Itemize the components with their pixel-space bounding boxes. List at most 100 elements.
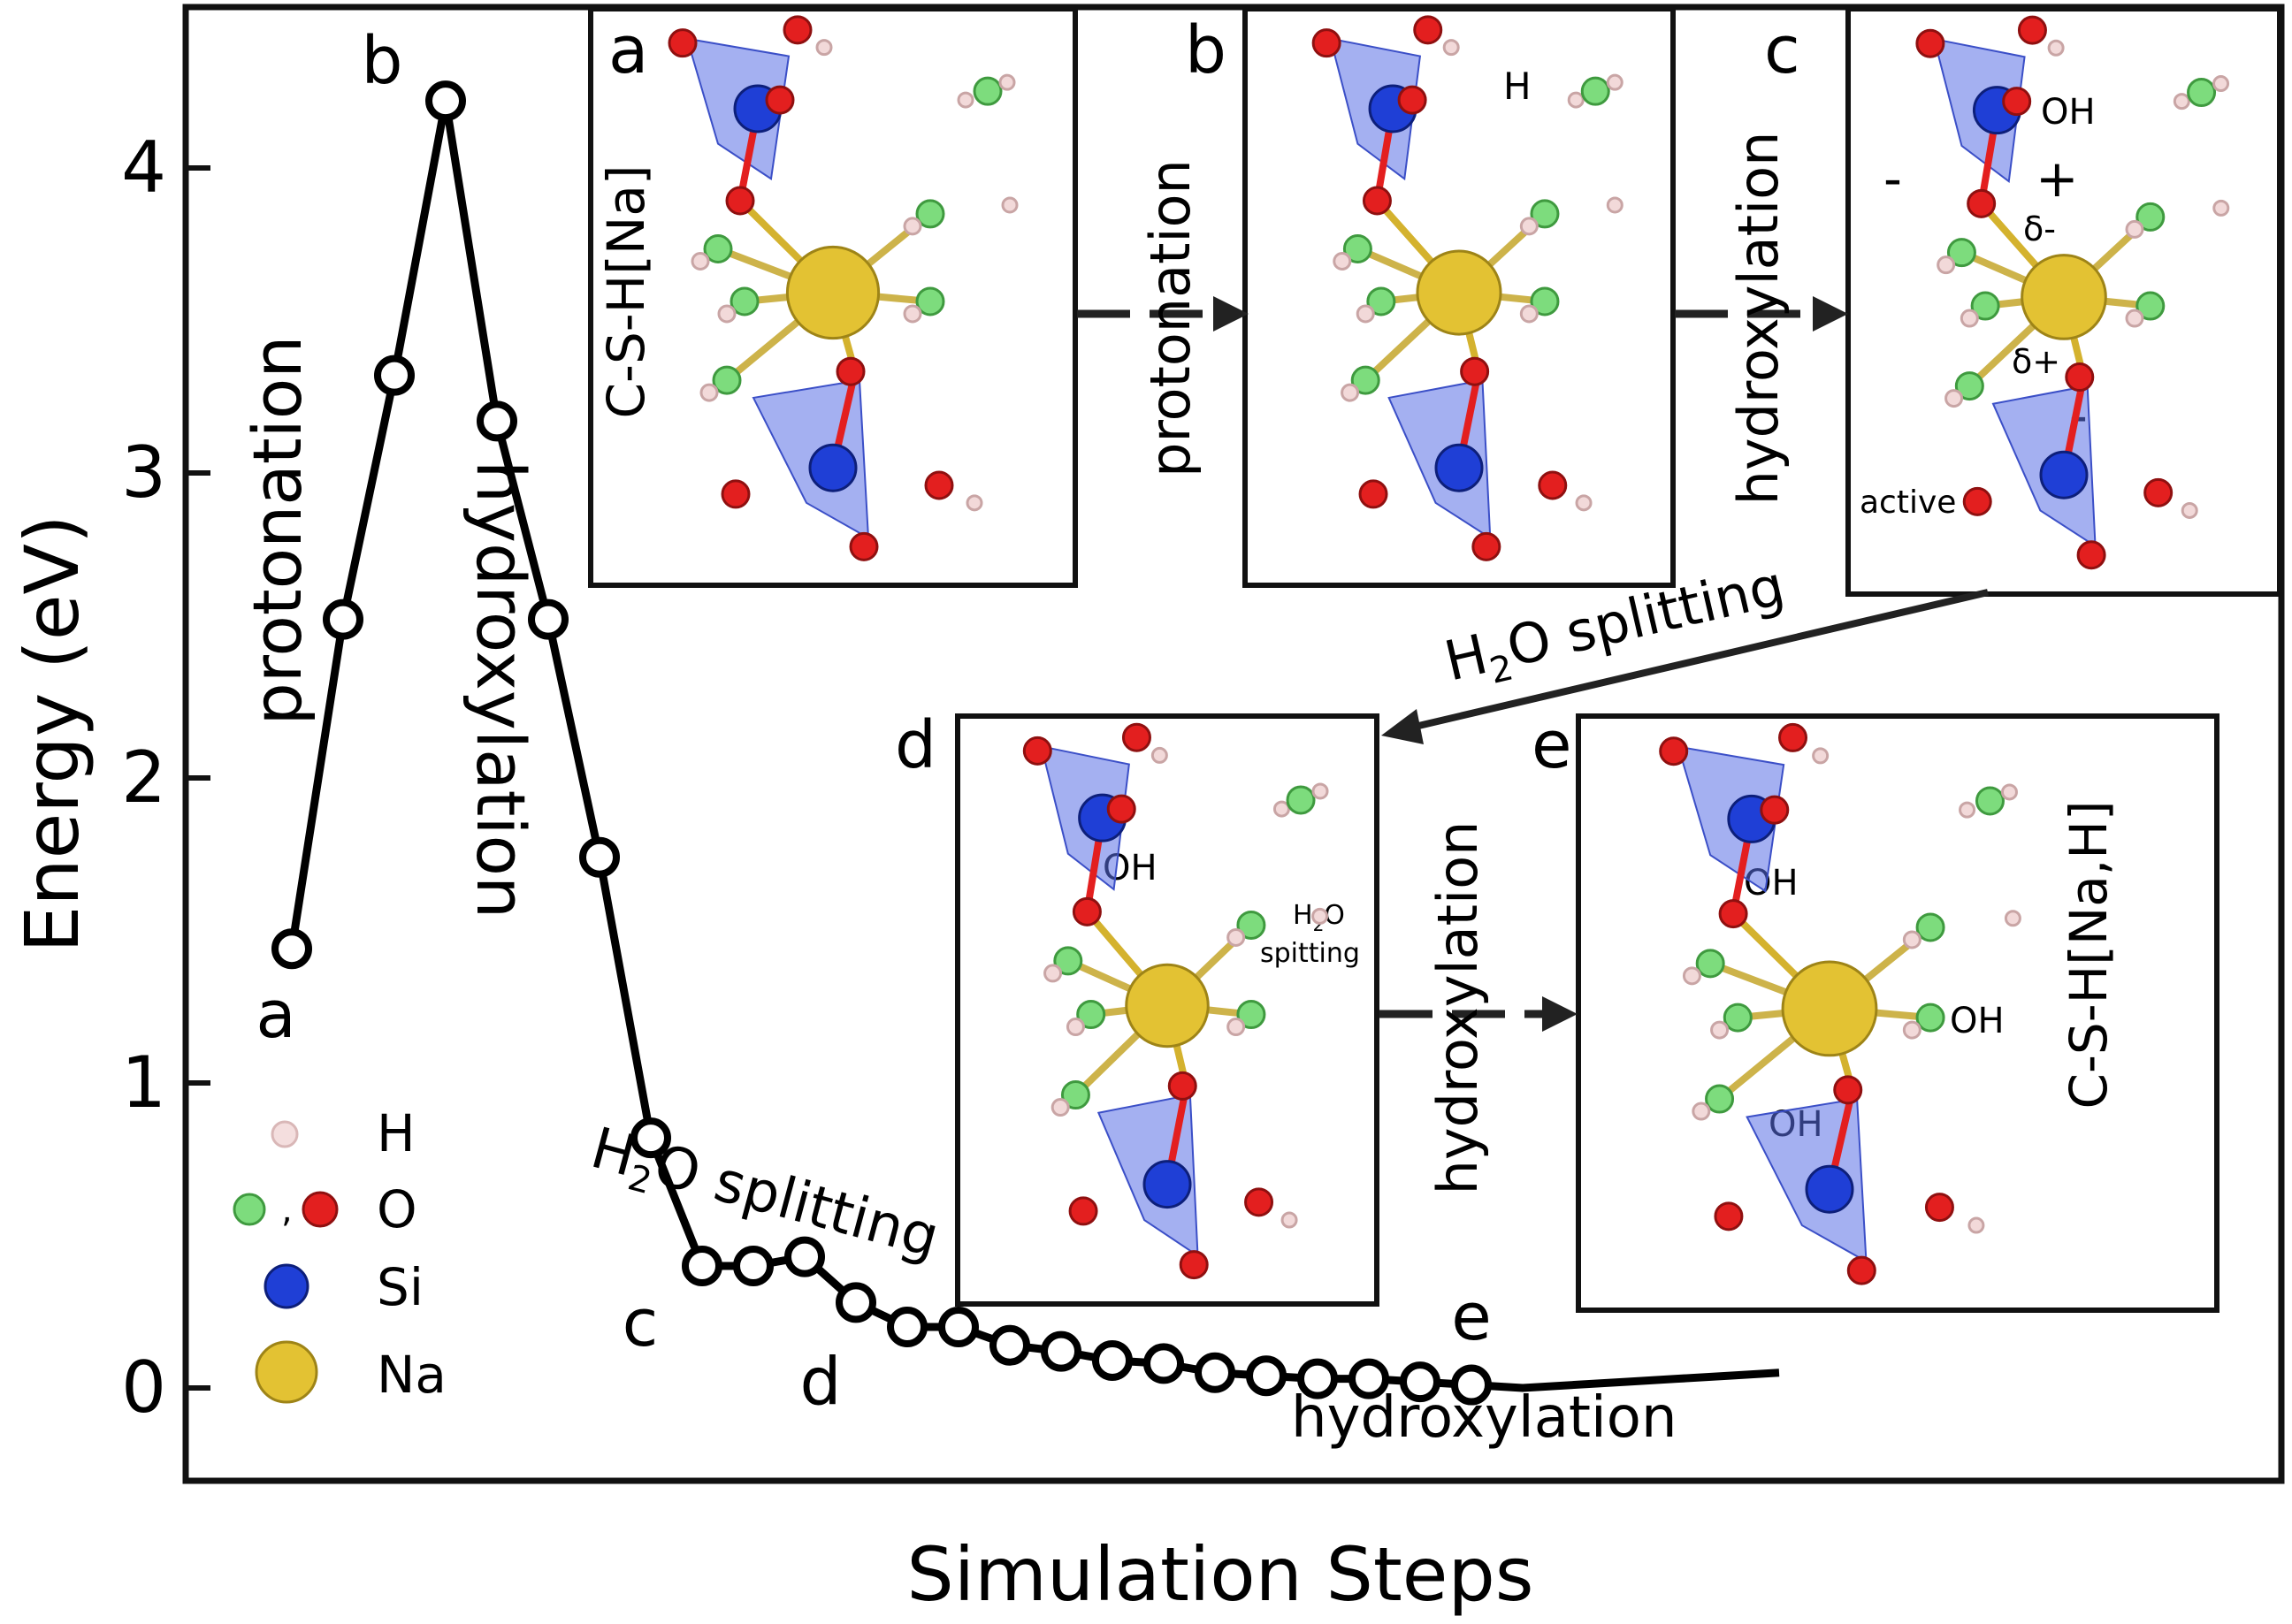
inset-c-o-bottom-0 bbox=[2065, 362, 2095, 393]
arrow-d-to-e-head bbox=[1542, 996, 1578, 1032]
data-point-22 bbox=[1400, 1361, 1440, 1403]
inset-c-water-h-2 bbox=[1944, 389, 1964, 408]
arrow-c-to-d-shaft bbox=[1414, 589, 1989, 730]
inset-c-note-minus: - bbox=[1883, 149, 1902, 209]
legend-item-na: Na bbox=[255, 1340, 447, 1405]
inset-d-o-bottom-1 bbox=[1068, 1196, 1098, 1226]
inset-c-water-o-0 bbox=[1946, 238, 1976, 268]
inset-e-water-h-3 bbox=[1902, 1020, 1921, 1040]
inset-d-o-top-2 bbox=[1106, 794, 1136, 824]
data-point-3 bbox=[425, 80, 466, 122]
inset-e-free-water-h bbox=[2000, 783, 2018, 801]
inset-c-na-atom bbox=[2021, 254, 2107, 340]
inset-a-label: a bbox=[608, 12, 648, 88]
inset-a-o-top-1 bbox=[783, 15, 813, 45]
inset-e-o-top-0 bbox=[1659, 736, 1689, 766]
inset-e-water-h-1 bbox=[1902, 930, 1921, 949]
inset-e-water-h-4 bbox=[1710, 1020, 1730, 1040]
data-point-13 bbox=[938, 1307, 979, 1347]
data-point-12 bbox=[887, 1307, 928, 1347]
data-point-2 bbox=[374, 355, 415, 396]
legend-label-o: O bbox=[377, 1179, 417, 1239]
legend-swatch-na bbox=[255, 1340, 318, 1404]
inset-b-o-bottom-1 bbox=[1358, 479, 1388, 509]
inset-b-o-bottom-3 bbox=[1471, 531, 1501, 561]
inset-c-o-bottom-1 bbox=[1962, 486, 1992, 516]
inset-a-water-o-1 bbox=[915, 199, 945, 229]
arrow-a-to-b-label: protonation bbox=[1138, 159, 1203, 477]
inset-b-h-0 bbox=[1442, 39, 1460, 57]
arrow-b-to-c-head bbox=[1813, 296, 1848, 332]
inset-d-na-atom bbox=[1125, 963, 1210, 1048]
data-point-6 bbox=[579, 836, 620, 878]
inset-e-side-text: C-S-H[Na,H] bbox=[2059, 800, 2119, 1109]
inset-d-note-spitting: spitting bbox=[1260, 938, 1360, 969]
data-point-14 bbox=[989, 1324, 1030, 1366]
inset-e-water-o-0 bbox=[1695, 949, 1725, 979]
inset-b-h-3 bbox=[1606, 196, 1624, 214]
inset-c-o-bottom-3 bbox=[2076, 540, 2106, 570]
y-tick-label-4: 4 bbox=[121, 126, 166, 209]
inset-c-label: c bbox=[1764, 12, 1800, 88]
inset-a-o-top-0 bbox=[668, 28, 698, 58]
data-point-19 bbox=[1246, 1355, 1287, 1397]
inset-b-label: b bbox=[1185, 12, 1226, 88]
inset-c-note-delta-minus: δ- bbox=[2023, 210, 2056, 248]
point-label-a: a bbox=[256, 977, 295, 1053]
molecule-renderings bbox=[668, 15, 2230, 1285]
inset-d-h-0 bbox=[1150, 746, 1168, 764]
inset-a-h-1 bbox=[966, 494, 983, 512]
arrow-c-to-d-head bbox=[1381, 709, 1424, 744]
data-point-8 bbox=[682, 1246, 722, 1286]
legend-item-h: H bbox=[271, 1103, 416, 1163]
inset-b-h-1 bbox=[1575, 494, 1593, 512]
legend-label-h: H bbox=[377, 1103, 416, 1163]
inset-c-free-water-o bbox=[2187, 78, 2217, 108]
data-point-1 bbox=[323, 599, 363, 640]
inset-b-water-o-3 bbox=[1530, 286, 1560, 316]
arrow-b-to-c: hydroxylation bbox=[1675, 132, 1848, 505]
inset-b-free-water-h bbox=[1606, 73, 1624, 91]
inset-b-water-o-4 bbox=[1366, 286, 1396, 316]
inset-e-o-bottom-3 bbox=[1846, 1255, 1876, 1285]
inset-a-free-water-o bbox=[973, 76, 1003, 106]
inset-a-o-bottom-3 bbox=[849, 531, 879, 561]
plot-frame bbox=[182, 4, 2285, 1484]
inset-a-o-bottom-2 bbox=[924, 470, 954, 500]
inset-c-water-h-0 bbox=[1937, 255, 1956, 275]
inset-e-o-top-2 bbox=[1760, 795, 1790, 825]
inset-b-h-2 bbox=[1567, 91, 1585, 109]
inset-e-o-top-1 bbox=[1778, 722, 1808, 752]
inset-e-o-bottom-2 bbox=[1924, 1193, 1954, 1223]
molecular-insets: a C-S-H[Na] b H c OH - + δ- δ+ - active … bbox=[588, 6, 2282, 1313]
inset-d-water-o-1 bbox=[1236, 910, 1266, 940]
data-point-18 bbox=[1195, 1352, 1235, 1393]
data-point-0 bbox=[271, 928, 312, 970]
inset-e-water-o-3 bbox=[1915, 1003, 1945, 1033]
inset-c-si-atom-bottom bbox=[2039, 450, 2089, 499]
inset-b-water-h-2 bbox=[1341, 383, 1360, 402]
data-point-7 bbox=[630, 1117, 671, 1159]
inset-e-h-0 bbox=[1812, 747, 1830, 765]
inset-a-o-bottom-1 bbox=[721, 479, 751, 509]
annotation-protonation: protonation bbox=[238, 336, 317, 726]
inset-d-water-h-2 bbox=[1050, 1098, 1070, 1117]
inset-c-h-1 bbox=[2181, 501, 2198, 519]
inset-c-water-h-3 bbox=[2125, 309, 2144, 328]
x-axis-label: Simulation Steps bbox=[906, 1531, 1533, 1618]
inset-d-h-1 bbox=[1280, 1211, 1298, 1229]
inset-c-note-plus: + bbox=[2036, 149, 2079, 209]
inset-d-o-bottom-3 bbox=[1179, 1250, 1209, 1280]
inset-d-water-h-3 bbox=[1226, 1018, 1246, 1037]
inset-c-o-top-1 bbox=[2017, 15, 2047, 45]
inset-d-water-o-4 bbox=[1076, 1000, 1106, 1030]
inset-e-si-atom-bottom bbox=[1805, 1164, 1854, 1214]
inset-c-o-bottom-2 bbox=[2143, 477, 2174, 507]
inset-b-water-h-1 bbox=[1519, 217, 1539, 236]
inset-d-o-bottom-2 bbox=[1244, 1187, 1274, 1217]
point-label-d: d bbox=[800, 1344, 842, 1420]
inset-c-water-o-3 bbox=[2135, 291, 2166, 321]
inset-c-water-h-1 bbox=[2125, 219, 2144, 239]
inset-e-water-o-4 bbox=[1723, 1003, 1753, 1033]
